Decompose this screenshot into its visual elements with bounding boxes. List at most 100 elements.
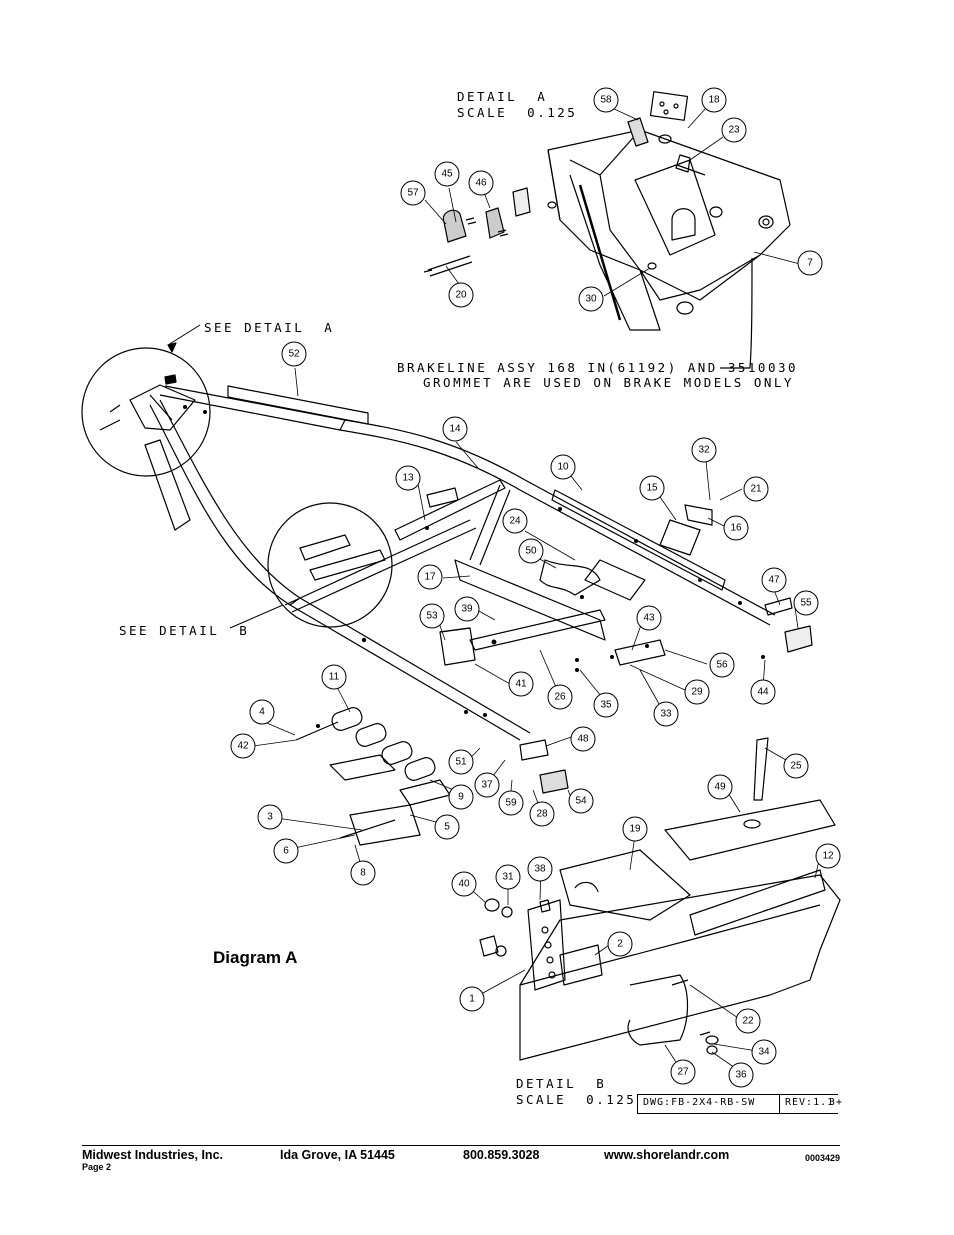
callout-circle [670,1059,696,1085]
callout-39: 39 [454,596,480,622]
callout-4: 4 [249,699,275,725]
callout-number: 33 [660,709,672,720]
callout-circle [502,508,528,534]
callout-number: 14 [449,424,461,435]
callout-25: 25 [783,753,809,779]
callout-13: 13 [395,465,421,491]
callout-number: 21 [750,484,762,495]
callout-21: 21 [743,476,769,502]
callout-31: 31 [495,864,521,890]
callout-number: 46 [475,178,487,189]
callout-circle [451,871,477,897]
callout-circle [751,1039,777,1065]
callout-number: 6 [283,846,289,857]
callout-circle [350,860,376,886]
callout-20: 20 [448,282,474,308]
callout-circle [257,804,283,830]
callout-number: 16 [730,523,742,534]
callout-circle [419,603,445,629]
callout-number: 22 [742,1016,754,1027]
callout-number: 27 [677,1067,689,1078]
hardware-dots [183,405,765,728]
callout-circle [707,774,733,800]
callout-circle [448,282,474,308]
callout-number: 48 [577,734,589,745]
callout-18: 18 [701,87,727,113]
callout-51: 51 [448,749,474,775]
footer-city: Ida Grove, IA 51445 [280,1148,395,1162]
callout-45: 45 [434,161,460,187]
callout-24: 24 [502,508,528,534]
callout-number: 5 [444,822,450,833]
callout-number: 32 [698,445,710,456]
callout-number: 20 [455,290,467,301]
callout-circle [653,701,679,727]
callout-circle [448,784,474,810]
callout-circle [395,465,421,491]
callout-circle [498,790,524,816]
footer-phone: 800.859.3028 [463,1148,540,1162]
callout-number: 26 [554,692,566,703]
callout-number: 59 [505,798,517,809]
callout-circle [518,538,544,564]
callout-55: 55 [793,590,819,616]
callout-1: 1 [459,986,485,1012]
callout-circle [750,679,776,705]
callout-52: 52 [281,341,307,367]
callout-number: 9 [458,792,464,803]
callout-circle [448,749,474,775]
callout-5: 5 [434,814,460,840]
callout-54: 54 [568,788,594,814]
callout-circle [529,801,555,827]
callout-36: 36 [728,1062,754,1088]
callout-circle [400,180,426,206]
callout-circle [474,772,500,798]
callout-number: 39 [461,604,473,615]
callout-number: 50 [525,546,537,557]
callout-15: 15 [639,475,665,501]
callout-number: 15 [646,483,658,494]
callout-circle [684,679,710,705]
callout-circle [793,590,819,616]
callout-11: 11 [321,664,347,690]
callout-number: 24 [509,516,521,527]
callout-number: 40 [458,879,470,890]
callout-number: 4 [259,707,265,718]
callout-number: 7 [807,258,813,269]
callout-number: 28 [536,809,548,820]
callout-26: 26 [547,684,573,710]
detail-a-scale: SCALE 0.125 [457,105,578,120]
callout-circle [249,699,275,725]
callout-49: 49 [707,774,733,800]
callout-number: 1 [469,994,475,1005]
callout-circle [527,856,553,882]
footer-doc-number: 0003429 [805,1153,841,1163]
callout-10: 10 [550,454,576,480]
callout-47: 47 [761,567,787,593]
callout-circle [593,87,619,113]
callout-number: 18 [708,95,720,106]
callout-44: 44 [750,679,776,705]
drawing-number: DWG:FB-2X4-RB-SW [643,1097,756,1108]
revision-number: REV:1.1 [785,1097,835,1108]
footer-website: www.shorelandr.com [604,1148,730,1162]
callout-number: 49 [714,782,726,793]
callout-53: 53 [419,603,445,629]
callout-19: 19 [622,816,648,842]
callout-22: 22 [735,1008,761,1034]
callout-48: 48 [570,726,596,752]
callout-number: 53 [426,611,438,622]
callout-46: 46 [468,170,494,196]
callout-circle [550,454,576,480]
callout-number: 12 [822,851,834,862]
callout-circle [691,437,717,463]
callout-number: 41 [515,679,527,690]
callout-circle [417,564,443,590]
callout-number: 34 [758,1047,770,1058]
callout-circle [230,733,256,759]
callout-28: 28 [529,801,555,827]
callout-circle [495,864,521,890]
callout-27: 27 [670,1059,696,1085]
